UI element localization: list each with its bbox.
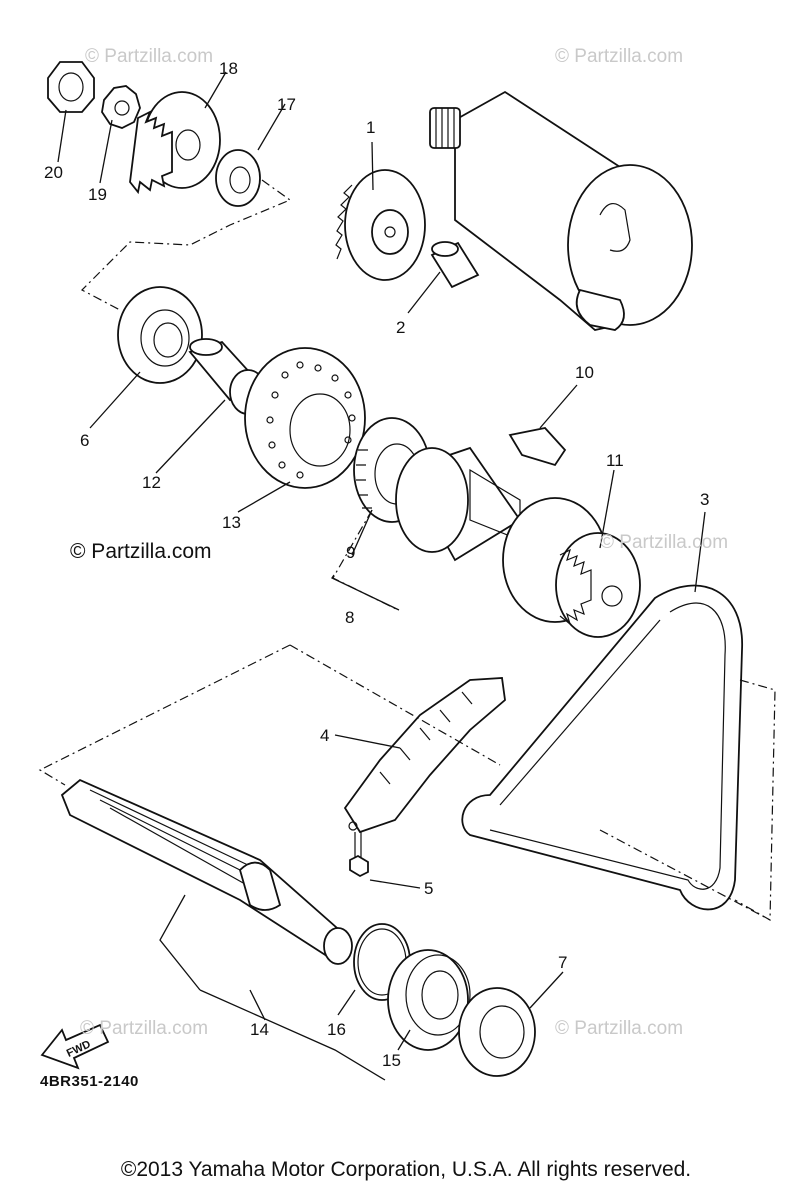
part-17-washer bbox=[215, 149, 261, 207]
part-20-nut bbox=[47, 61, 95, 113]
part-10-key bbox=[508, 427, 567, 467]
callout-19: 19 bbox=[88, 185, 107, 204]
part-2-shaft-pin bbox=[430, 241, 480, 289]
starter-motor bbox=[429, 90, 693, 331]
callout-4: 4 bbox=[320, 726, 329, 745]
callout-13: 13 bbox=[222, 513, 241, 532]
callout-5: 5 bbox=[424, 879, 433, 898]
callout-7: 7 bbox=[558, 953, 567, 972]
watermark-top-right: © Partzilla.com bbox=[555, 46, 684, 67]
callout-1: 1 bbox=[366, 118, 375, 137]
callout-2: 2 bbox=[396, 318, 405, 337]
part-13-clutch-plate bbox=[244, 347, 366, 489]
diagram-code: 4BR351-2140 bbox=[40, 1073, 139, 1090]
callout-17: 17 bbox=[277, 95, 296, 114]
callout-6: 6 bbox=[80, 431, 89, 450]
part-14-shaft bbox=[60, 778, 353, 965]
callout-11: 11 bbox=[606, 451, 624, 470]
part-5-bolt bbox=[349, 832, 369, 878]
part-19-lock-washer bbox=[101, 85, 141, 129]
part-3-chain bbox=[461, 584, 743, 911]
callout-14: 14 bbox=[250, 1020, 269, 1039]
part-7-oil-seal bbox=[458, 987, 536, 1077]
part-18-gear bbox=[129, 91, 221, 195]
callout-12: 12 bbox=[142, 473, 161, 492]
part-6-bearing bbox=[117, 286, 203, 384]
callout-8: 8 bbox=[345, 608, 354, 627]
callout-15: 15 bbox=[382, 1051, 401, 1070]
callout-9: 9 bbox=[346, 543, 355, 562]
watermark-bottom-left: © Partzilla.com bbox=[80, 1018, 209, 1039]
callout-20: 20 bbox=[44, 163, 63, 182]
watermark-mid-right: © Partzilla.com bbox=[600, 532, 729, 553]
callout-18: 18 bbox=[219, 59, 238, 78]
part-4-chain-guide bbox=[343, 677, 506, 834]
part-11-gear bbox=[502, 497, 641, 638]
callout-16: 16 bbox=[327, 1020, 346, 1039]
part-1-idler-gear bbox=[335, 169, 426, 281]
watermark-top-left: © Partzilla.com bbox=[85, 46, 214, 67]
callout-10: 10 bbox=[575, 363, 594, 382]
part-8-clutch-assembly bbox=[395, 446, 522, 562]
watermark-mid-left: © Partzilla.com bbox=[70, 540, 212, 563]
part-15-bearing bbox=[387, 949, 471, 1051]
copyright-notice: ©2013 Yamaha Motor Corporation, U.S.A. A… bbox=[120, 1158, 692, 1181]
callout-3: 3 bbox=[700, 490, 709, 509]
watermark-bottom-right: © Partzilla.com bbox=[555, 1018, 684, 1039]
leader-lines bbox=[57, 71, 706, 1081]
